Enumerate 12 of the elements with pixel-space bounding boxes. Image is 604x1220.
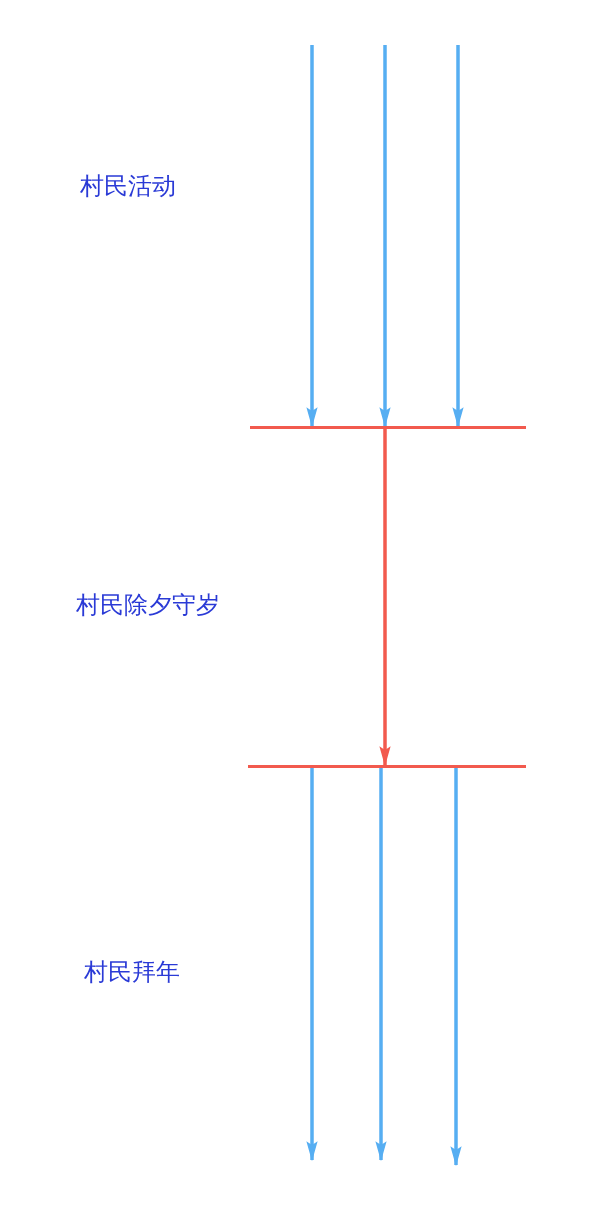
arrow — [375, 768, 387, 1162]
stage-label: 村民拜年 — [84, 958, 180, 986]
stage-label: 村民活动 — [80, 172, 176, 200]
horizontal-bar — [250, 426, 526, 429]
horizontal-bar — [248, 765, 526, 768]
stage-label: 村民除夕守岁 — [76, 591, 220, 619]
arrow — [452, 45, 464, 428]
arrow — [306, 768, 318, 1162]
arrow — [306, 45, 318, 428]
arrow — [379, 429, 391, 767]
arrow — [450, 768, 462, 1167]
arrow — [379, 45, 391, 428]
